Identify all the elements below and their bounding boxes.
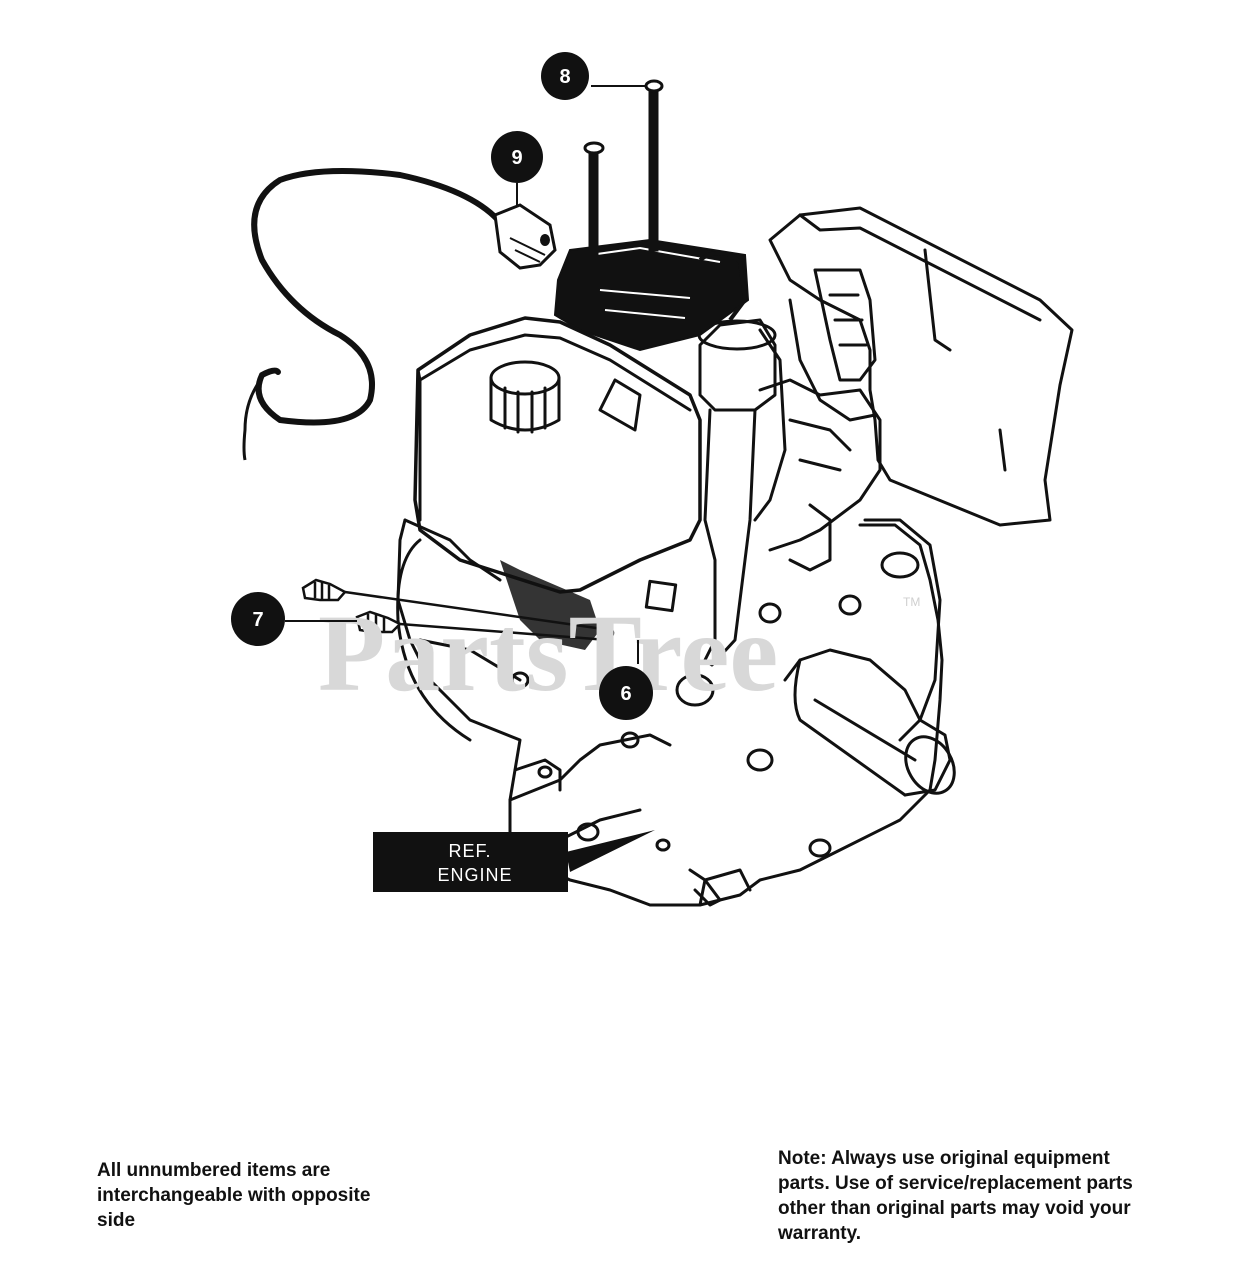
- starter-bolts: [583, 79, 664, 312]
- power-cord: [242, 168, 557, 461]
- callout-leaders: [285, 85, 645, 664]
- callout-9: 9: [491, 131, 543, 183]
- callout-9-label: 9: [511, 147, 522, 169]
- callout-6: 6: [599, 666, 653, 720]
- callout-8: 8: [541, 52, 589, 100]
- callout-7: 7: [231, 592, 285, 646]
- ref-label-line2: ENGINE: [437, 865, 512, 885]
- screws-part-7: [301, 578, 615, 642]
- ref-label-line1: REF.: [448, 841, 491, 861]
- callout-8-label: 8: [559, 66, 570, 88]
- note-original-parts: Note: Always use original equipment part…: [778, 1148, 1133, 1244]
- ref-engine-label: REF. ENGINE: [373, 830, 655, 892]
- watermark: PartsTree TM: [318, 592, 920, 714]
- watermark-text: PartsTree: [318, 592, 778, 714]
- callout-6-label: 6: [620, 683, 631, 705]
- engine-illustration: [396, 206, 1074, 907]
- electric-starter-assembly: [553, 238, 750, 352]
- watermark-tm: TM: [903, 595, 920, 609]
- callout-7-label: 7: [252, 609, 263, 631]
- note-unnumbered-items: All unnumbered items are interchangeable…: [97, 1160, 371, 1231]
